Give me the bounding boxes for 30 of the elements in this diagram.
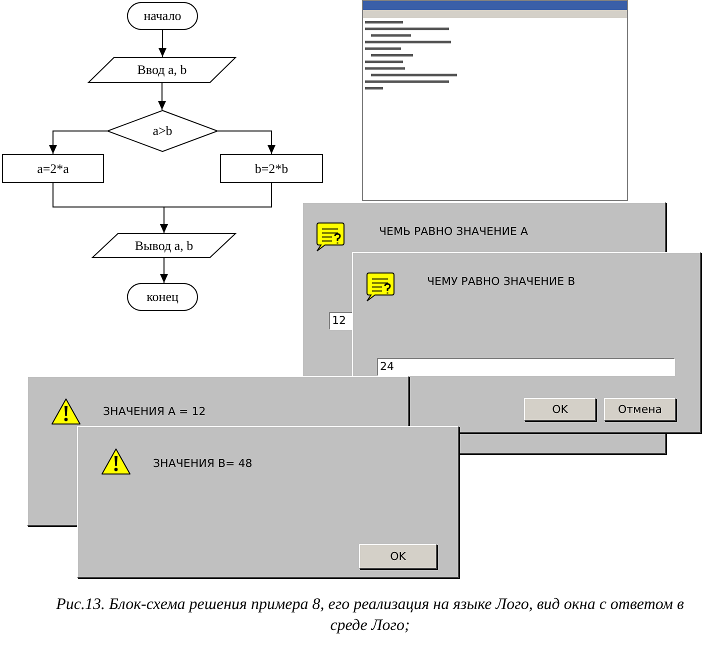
- input-field: 24: [377, 358, 675, 376]
- figure-caption: Рис.13. Блок-схема решения примера 8, его реализация на языке Лого, вид окна с ответом в среде Лого;: [55, 595, 685, 636]
- node-text: Ввод a, b: [137, 62, 187, 78]
- process-box: [2, 154, 104, 183]
- input-parallelogram: [88, 57, 236, 83]
- output-parallelogram: [92, 233, 236, 258]
- node-text: Вывод a, b: [134, 238, 194, 254]
- node-text: a=2*a: [37, 160, 69, 176]
- arrow: [158, 30, 166, 58]
- node-text: конец: [146, 289, 178, 305]
- end-terminal: [127, 283, 198, 311]
- process-box: [220, 154, 323, 183]
- start-terminal: [127, 2, 198, 30]
- input-field: 12: [329, 312, 353, 330]
- arrow: [218, 130, 276, 154]
- dialog-message: ЗНАЧЕНИЯ В= 48: [153, 457, 252, 470]
- dialog-prompt: ЧЕМУ РАВНО ЗНАЧЕНИЕ В: [427, 275, 576, 288]
- dialog-message: ЗНАЧЕНИЯ А = 12: [103, 405, 206, 418]
- arrow: [160, 258, 168, 284]
- arrow: [158, 82, 166, 110]
- cancel-button: Отмена: [604, 398, 676, 421]
- arrow: [49, 130, 108, 154]
- arrow: [160, 182, 272, 234]
- dialog-prompt: ЧЕМЬ РАВНО ЗНАЧЕНИЕ А: [379, 225, 528, 238]
- decision-diamond: [107, 110, 218, 152]
- node-text: a>b: [152, 123, 172, 139]
- ok-button: OK: [359, 544, 437, 569]
- node-text: b=2*b: [254, 160, 288, 176]
- ok-button: OK: [524, 398, 596, 421]
- node-text: начало: [144, 8, 182, 24]
